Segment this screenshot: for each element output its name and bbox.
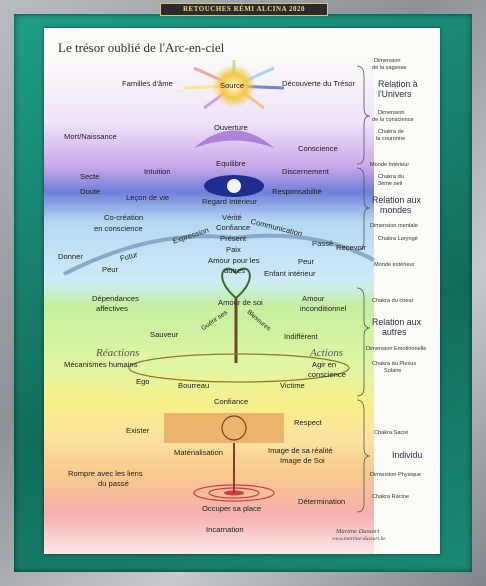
side-monde-exterieur: Monde extérieur [374,262,415,268]
side-chakra-plexus-2: Solaire [384,368,402,374]
side-individu: Individu [392,450,423,460]
label-enfant: Enfant intérieur [264,269,316,278]
label-dependances-1: Dépendances [92,294,139,303]
label-victime: Victime [280,381,305,390]
banner: RETOUCHES RÉMI ALCINA 2020 [160,3,328,16]
label-intuition: Intuition [144,167,171,176]
side-dim-mentale: Dimension mentale [370,223,418,229]
label-equilibre: Equilibre [216,159,246,168]
side-chakra-oeil-1: Chakra du [378,174,404,180]
side-chakra-couronne-2: la couronne [376,136,406,142]
side-dim-sagesse-2: de la sagesse [372,65,407,71]
label-cocreation-1: Co-création [104,213,144,222]
label-regard: Regard Intérieur [202,197,257,206]
label-passe: Passé [312,239,334,248]
side-dim-physique: Dimension Physique [370,472,421,478]
label-actions: Actions [310,347,343,359]
label-ouverture: Ouverture [214,123,248,132]
label-donner: Donner [58,252,83,261]
label-amour-2: autres [224,266,246,275]
side-dim-spirituelle-2: de la conscience [372,117,414,123]
side-dim-emotionnelle: Dimension Emotionnelle [366,346,427,352]
label-conscience: Conscience [298,144,338,153]
side-dim-spirituelle-1: Dimension [378,110,405,116]
label-secte: Secte [80,172,100,181]
side-relation-univers-1: Relation à [378,79,418,89]
ego-platform [128,353,350,383]
side-monde-interieur: Monde Intérieur [370,162,410,168]
label-decouverte: Découverte du Trésor [282,79,356,88]
poster: Le trésor oublié de l'Arc-en-ciel Famill… [44,28,440,554]
label-peur-2: Peur [298,257,315,266]
poster-title: Le trésor oublié de l'Arc-en-ciel [58,40,225,55]
label-doute: Doute [80,187,101,196]
rainbow-illustration [44,58,375,554]
label-recevoir: Recevoir [336,243,366,252]
label-agir-1: Agir en [312,360,337,369]
label-mort: Mort/Naissance [64,132,117,141]
label-agir-2: conscience [308,370,346,379]
side-relation-autres-1: Relation aux [372,317,421,327]
label-confiance-haut: Confiance [216,223,251,232]
label-occuper: Occuper sa place [202,504,262,513]
side-chakra-couronne-1: Chakra de [378,129,404,135]
label-reactions: Réactions [96,347,140,359]
label-indifferent: Indifférent [284,332,318,341]
label-amour-1: Amour pour les [208,256,260,265]
label-present: Présent [220,234,247,243]
label-materialisation: Matérialisation [174,448,223,457]
label-responsabilite: Responsabilité [272,187,322,196]
label-discernement: Discernement [282,167,329,176]
author-signature: Martine Dussart [336,528,380,535]
side-chakra-sacre: Chakra Sacré [374,430,409,436]
label-source: Source [220,81,245,90]
label-determination: Détermination [298,497,346,506]
label-sauveur: Sauveur [150,330,179,339]
label-peur-1: Peur [102,265,119,274]
label-familles: Familles d'âme [122,79,173,88]
label-amour-soi: Amour de soi [218,298,263,307]
side-relation-mondes-1: Relation aux [372,195,421,205]
label-amour-incond-2: inconditionnel [300,304,347,313]
side-relation-mondes-2: mondes [380,205,412,215]
side-braces [356,65,371,513]
label-cocreation-2: en conscience [94,224,143,233]
eye-pupil [227,179,241,193]
side-chakra-larynge: Chakra Laryngé [378,236,418,242]
source-sun [212,64,256,108]
side-relation-univers-2: l'Univers [378,89,412,99]
label-image-2: Image de Soi [280,456,325,465]
side-chakra-racine: Chakra Racine [372,494,409,500]
label-respect: Respect [294,418,322,427]
tower-wheel [221,415,247,441]
label-rompre-1: Rompre avec les liens [68,469,143,478]
side-chakra-coeur: Chakra du coeur [372,298,414,304]
label-verite: Vérité [222,213,242,222]
arms [63,233,375,276]
side-chakra-oeil-2: 3ème oeil [378,181,403,187]
label-mecanismes: Mécanismes humains [64,360,138,369]
label-amour-incond-1: Amour [302,294,325,303]
label-bourreau: Bourreau [178,381,210,390]
label-image-1: Image de sa réalité [268,446,333,455]
label-paix: Paix [226,245,241,254]
author-website: www.martine-dussart.be [332,536,386,542]
label-confiance-bas: Confiance [214,397,249,406]
label-dependances-2: affectives [96,304,128,313]
violet-fountain [194,130,274,148]
label-ego: Ego [136,377,150,386]
label-incarnation: Incarnation [206,525,244,534]
label-exister: Exister [126,426,150,435]
label-lecon: Leçon de vie [126,193,170,202]
tower-base [164,413,284,443]
label-rompre-2: du passé [98,479,129,488]
side-relation-autres-2: autres [382,327,407,337]
side-chakra-plexus-1: Chakra du Plexus [372,361,417,367]
side-dim-sagesse-1: Dimension [374,58,401,64]
